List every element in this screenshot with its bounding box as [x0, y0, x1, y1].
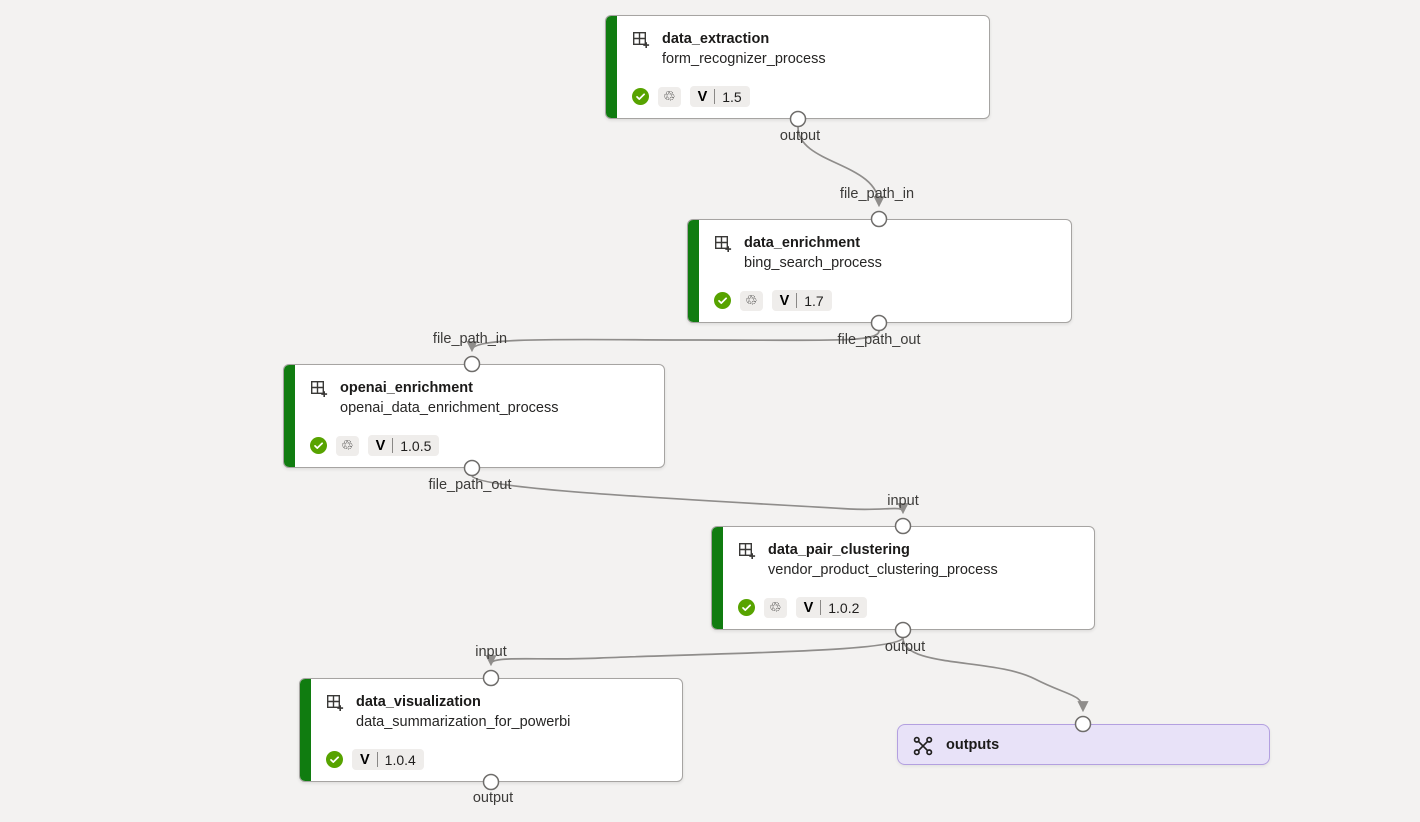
component-grid-icon — [738, 542, 756, 560]
status-completed-icon — [738, 599, 755, 616]
version-separator — [376, 752, 378, 767]
node-subtitle: openai_data_enrichment_process — [340, 400, 559, 416]
edge-enrichment-to-openai[interactable] — [466, 330, 880, 353]
version-separator — [392, 438, 394, 453]
pipeline-node-data-enrichment[interactable]: data_enrichment bing_search_process ♲ V … — [687, 219, 1072, 323]
version-prefix: V — [803, 599, 814, 616]
node-title: data_extraction — [662, 31, 770, 47]
pipeline-node-data-visualization[interactable]: data_visualization data_summarization_fo… — [299, 678, 683, 782]
port-label-enrichment-input: file_path_in — [839, 186, 915, 202]
version-number: 1.0.2 — [828, 599, 860, 616]
graph-outputs-icon — [913, 736, 933, 756]
version-separator — [714, 89, 716, 104]
version-number: 1.7 — [804, 292, 824, 309]
reuse-icon: ♲ — [658, 86, 681, 107]
version-badge: V 1.7 — [771, 290, 832, 311]
edge-extraction-to-enrichment[interactable] — [797, 126, 885, 208]
port-label-openai-input: file_path_in — [432, 331, 508, 347]
status-completed-icon — [326, 751, 343, 768]
status-completed-icon — [714, 292, 731, 309]
version-badge: V 1.0.5 — [367, 435, 440, 456]
reuse-icon: ♲ — [740, 290, 763, 311]
version-separator — [820, 600, 822, 615]
node-title: data_enrichment — [744, 235, 861, 251]
port-label-visualization-output: output — [472, 790, 514, 806]
component-grid-icon — [310, 380, 328, 398]
version-separator — [796, 293, 798, 308]
status-completed-icon — [310, 437, 327, 454]
version-badge: V 1.5 — [689, 86, 750, 107]
version-prefix: V — [697, 88, 708, 105]
pipeline-node-data-pair-clustering[interactable]: data_pair_clustering vendor_product_clus… — [711, 526, 1095, 630]
version-badge: V 1.0.4 — [352, 749, 424, 770]
version-badge: V 1.0.2 — [795, 597, 868, 618]
node-subtitle: bing_search_process — [744, 255, 882, 271]
port-label-clustering-input: input — [887, 493, 919, 509]
pipeline-node-data-extraction[interactable]: data_extraction form_recognizer_process … — [605, 15, 990, 119]
component-grid-icon — [714, 235, 732, 253]
status-accent-bar — [300, 679, 311, 781]
status-accent-bar — [606, 16, 617, 118]
edge-clustering-to-outputs[interactable] — [902, 637, 1089, 713]
port-label-clustering-output: output — [884, 639, 926, 655]
pipeline-node-outputs[interactable]: outputs — [897, 724, 1270, 765]
version-prefix: V — [779, 292, 790, 309]
status-accent-bar — [688, 220, 699, 322]
status-accent-bar — [284, 365, 295, 467]
component-grid-icon — [326, 694, 344, 712]
port-label-visualization-input: input — [475, 644, 507, 660]
port-label-extraction-output: output — [779, 128, 821, 144]
version-prefix: V — [360, 751, 370, 768]
pipeline-node-openai-enrichment[interactable]: openai_enrichment openai_data_enrichment… — [283, 364, 665, 468]
node-subtitle: data_summarization_for_powerbi — [356, 714, 571, 730]
outputs-node-label: outputs — [946, 736, 1000, 753]
version-number: 1.0.4 — [384, 751, 416, 768]
node-subtitle: form_recognizer_process — [662, 51, 826, 67]
port-label-enrichment-output: file_path_out — [837, 332, 921, 348]
node-title: data_pair_clustering — [768, 542, 910, 558]
node-subtitle: vendor_product_clustering_process — [768, 562, 998, 578]
node-title: openai_enrichment — [340, 380, 473, 396]
reuse-icon: ♲ — [336, 435, 359, 456]
version-number: 1.0.5 — [400, 437, 432, 454]
node-title: data_visualization — [356, 694, 481, 710]
status-completed-icon — [632, 88, 649, 105]
edge-clustering-to-visualization[interactable] — [485, 637, 904, 667]
status-accent-bar — [712, 527, 723, 629]
version-prefix: V — [375, 437, 386, 454]
version-number: 1.5 — [722, 88, 742, 105]
reuse-icon: ♲ — [764, 597, 787, 618]
port-label-openai-output: file_path_out — [428, 477, 512, 493]
edge-openai-to-clustering[interactable] — [471, 475, 909, 515]
component-grid-icon — [632, 31, 650, 49]
